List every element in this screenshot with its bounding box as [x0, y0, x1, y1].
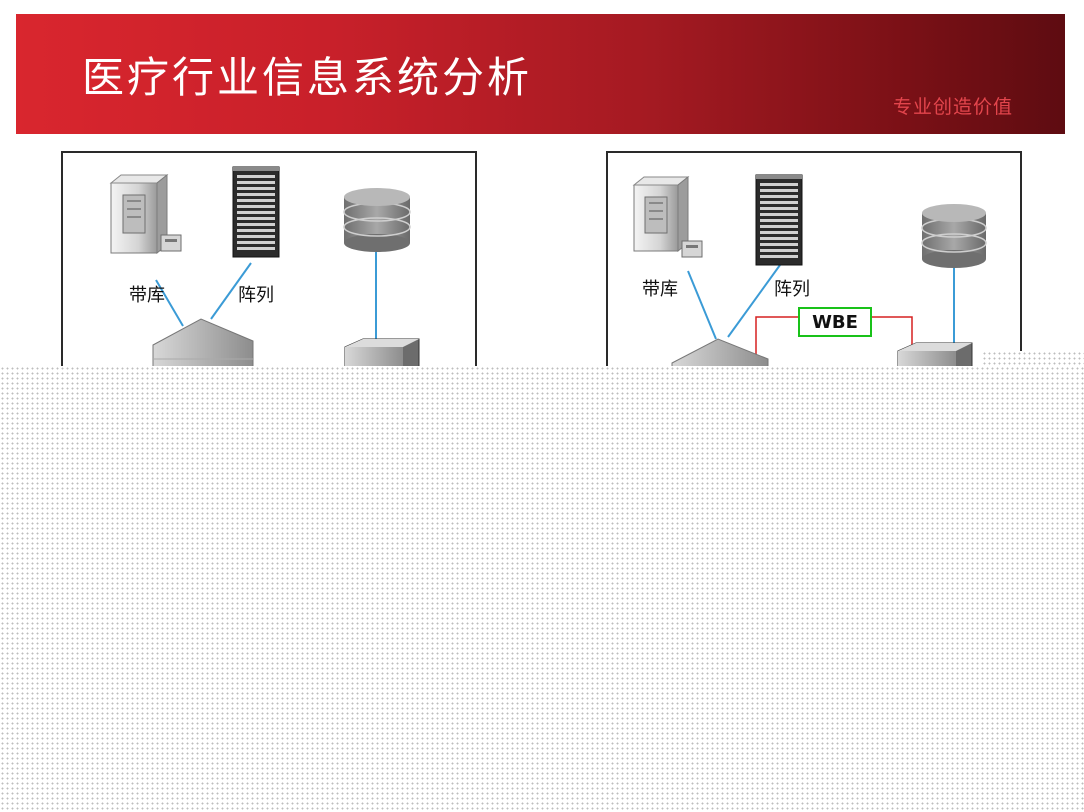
disk-array-icon — [232, 166, 280, 258]
array-link-line — [727, 264, 781, 338]
disk-array-label: 阵列 — [238, 285, 274, 306]
array-link-line — [210, 262, 252, 320]
dotted-overlay — [0, 366, 1084, 812]
tape-library-icon — [632, 175, 703, 258]
left-diagram-panel: 带库 阵列 — [61, 151, 477, 395]
database-icon — [343, 188, 411, 252]
right-diagram-panel: 带库 阵列 WBE — [606, 151, 1022, 395]
dotted-overlay-edge — [982, 351, 1084, 367]
tape-link-line — [155, 279, 184, 327]
left-diagram-canvas — [109, 166, 420, 393]
right-diagram-canvas — [632, 174, 987, 393]
slogan: 专业创造价值 — [892, 96, 1013, 118]
tape-library-icon — [109, 173, 182, 255]
tape-library-label: 带库 — [129, 285, 165, 306]
wbe-box: WBE — [798, 307, 872, 337]
tape-library-label: 带库 — [642, 279, 678, 300]
wbe-link-left — [755, 316, 798, 363]
disk-array-label: 阵列 — [774, 279, 810, 300]
disk-array-icon — [755, 174, 803, 266]
database-icon — [921, 204, 987, 268]
header-banner: 医疗行业信息系统分析 专业创造价值 — [16, 14, 1065, 134]
wbe-link-right — [872, 316, 913, 349]
tape-link-line — [687, 270, 717, 340]
slide-title: 医疗行业信息系统分析 — [82, 53, 533, 102]
